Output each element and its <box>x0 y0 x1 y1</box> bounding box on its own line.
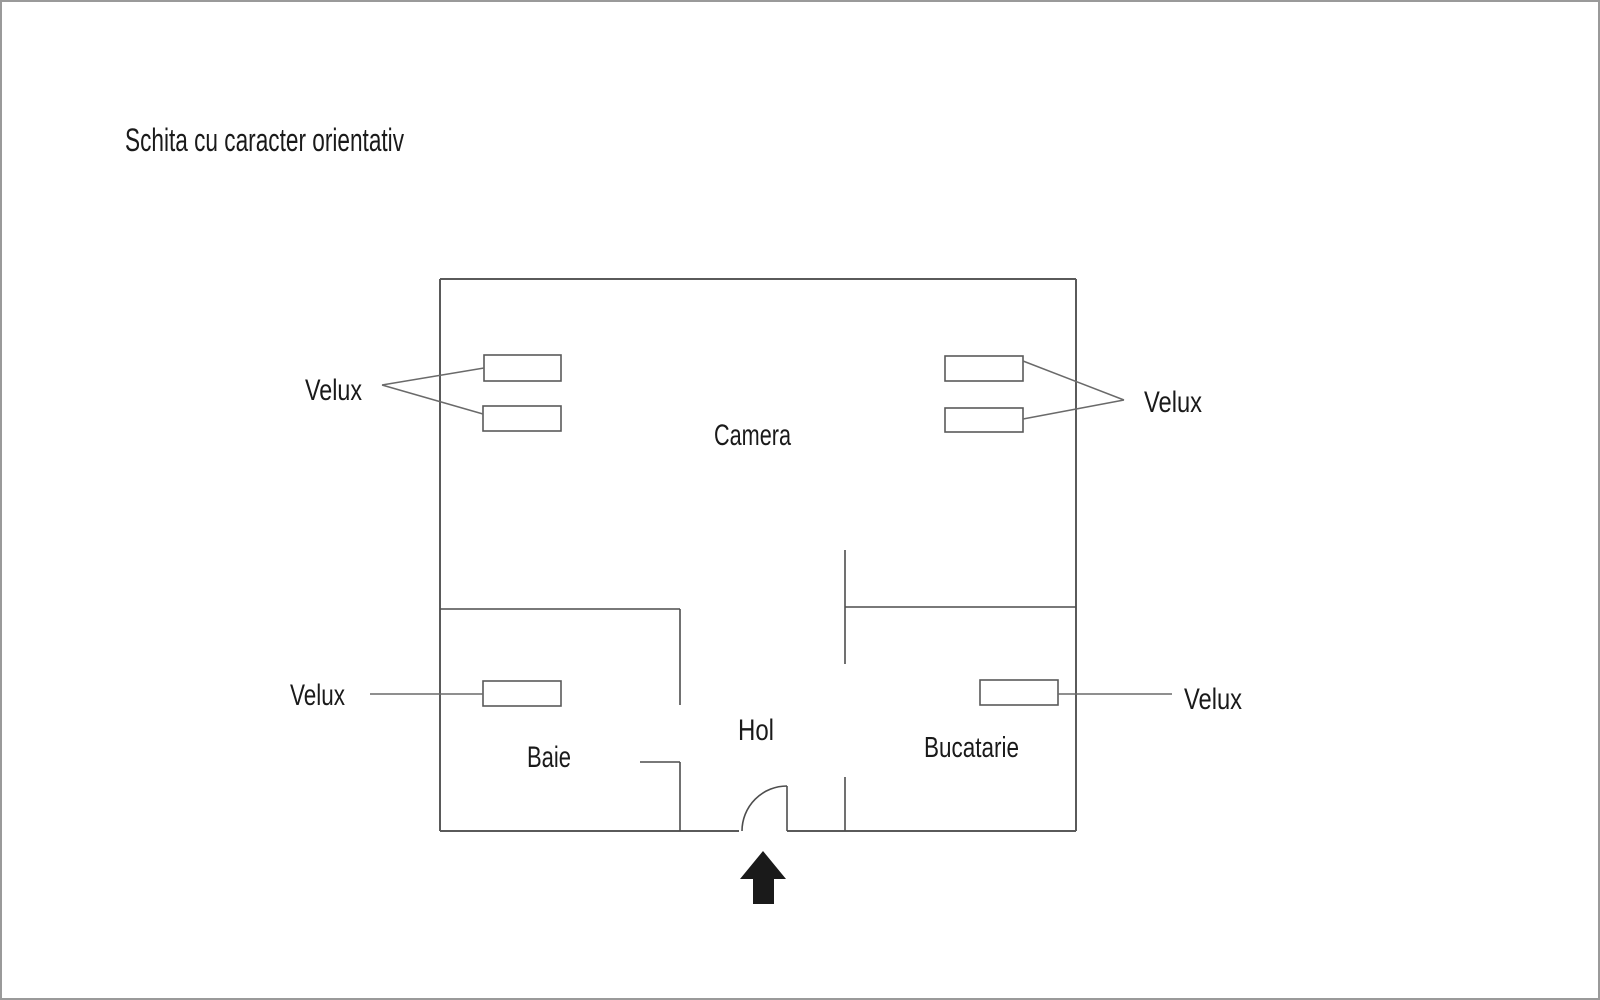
room-label-bucatarie: Bucatarie <box>924 732 1019 764</box>
leader-lines <box>370 360 1172 695</box>
leader-velux-top-left <box>381 367 485 415</box>
velux-window-camera-left-1 <box>483 354 562 382</box>
room-label-baie: Baie <box>527 741 571 774</box>
velux-window-bucatarie <box>979 679 1059 706</box>
entrance-door <box>741 785 788 832</box>
room-label-hol: Hol <box>738 714 774 747</box>
outer-walls <box>439 278 1077 832</box>
entrance-arrow-icon <box>740 851 786 904</box>
velux-window-camera-right-2 <box>944 407 1024 433</box>
velux-window-baie <box>482 680 562 707</box>
velux-window-camera-right-1 <box>944 355 1024 382</box>
velux-windows <box>482 354 1059 707</box>
velux-label-bottom-right: Velux <box>1184 683 1242 716</box>
door-swing-arc <box>741 785 788 832</box>
velux-label-top-right: Velux <box>1144 386 1202 419</box>
velux-label-top-left: Velux <box>305 374 362 407</box>
room-label-camera: Camera <box>714 419 791 452</box>
velux-window-camera-left-2 <box>482 405 562 432</box>
interior-walls <box>440 550 1076 831</box>
velux-label-bottom-left: Velux <box>290 679 345 712</box>
page-title: Schita cu caracter orientativ <box>125 122 404 158</box>
leader-velux-top-right <box>1022 360 1125 420</box>
